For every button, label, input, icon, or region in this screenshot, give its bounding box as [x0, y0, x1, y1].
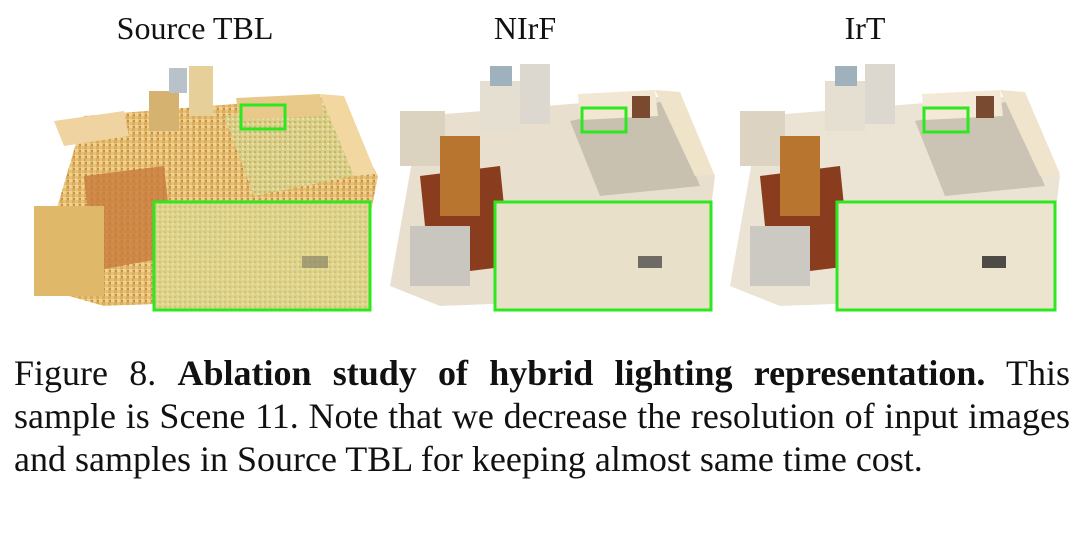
- render-source-tbl: [34, 66, 378, 312]
- render-nirf: [390, 64, 715, 312]
- panel-label-source-tbl: Source TBL: [116, 10, 274, 46]
- caption-body: This sample is Scene 11. Note that we de…: [14, 353, 1070, 479]
- figure-caption: Figure 8. Ablation study of hybrid light…: [14, 352, 1070, 481]
- panel-label-irt: IrT: [844, 10, 886, 46]
- panel-label-nirf: NIrF: [493, 10, 557, 46]
- caption-prefix: Figure 8.: [14, 353, 178, 393]
- caption-title: Ablation study of hybrid lighting repres…: [177, 353, 986, 393]
- render-irt: [730, 64, 1060, 312]
